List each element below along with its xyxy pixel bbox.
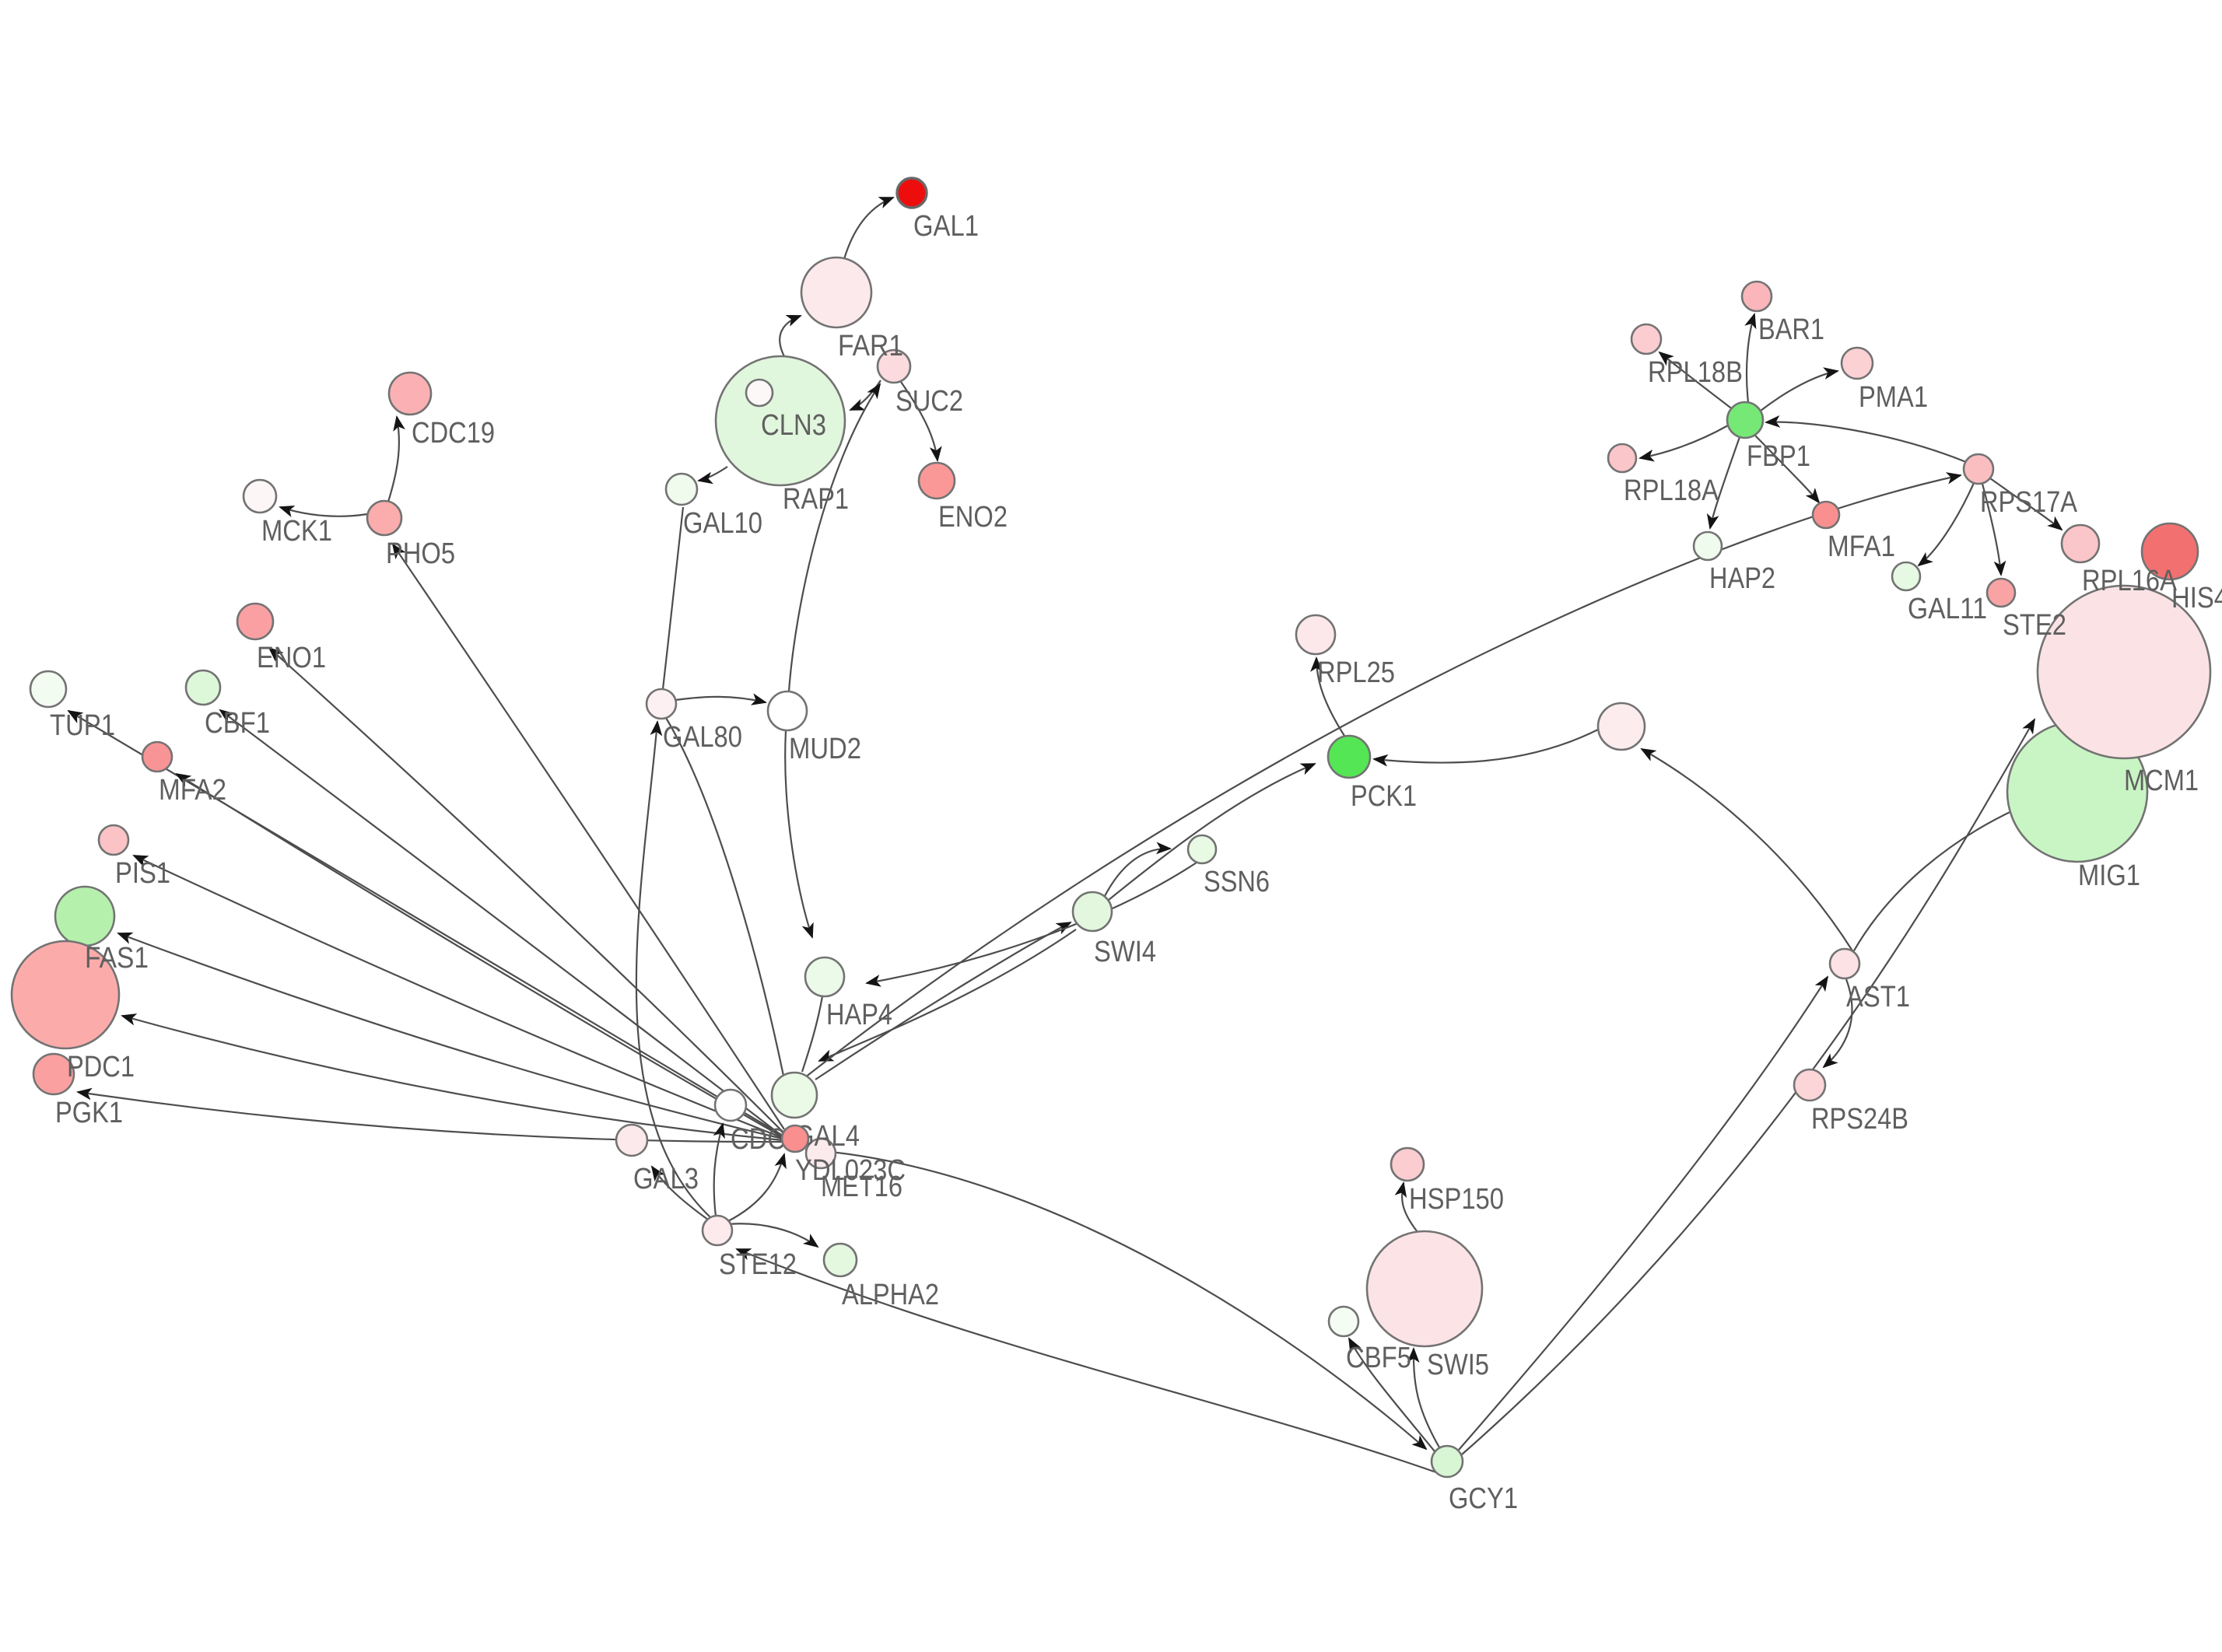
svg-text:PCK1: PCK1: [1351, 780, 1417, 813]
svg-text:HIS4: HIS4: [2171, 582, 2222, 614]
svg-text:TUP1: TUP1: [50, 709, 115, 742]
svg-text:GAL3: GAL3: [633, 1163, 699, 1195]
svg-text:SUC2: SUC2: [895, 385, 963, 418]
svg-text:ALPHA2: ALPHA2: [842, 1279, 939, 1311]
svg-text:RPL16A: RPL16A: [2082, 565, 2178, 597]
svg-text:CLN3: CLN3: [761, 409, 826, 442]
svg-text:MCM1: MCM1: [2124, 765, 2199, 797]
svg-text:HSP150: HSP150: [1409, 1183, 1504, 1216]
svg-text:CDC19: CDC19: [412, 417, 495, 450]
svg-text:MCK1: MCK1: [261, 515, 332, 548]
svg-text:SWI4: SWI4: [1094, 936, 1156, 968]
svg-text:GAL10: GAL10: [683, 507, 762, 540]
svg-text:SSN6: SSN6: [1204, 866, 1270, 898]
svg-text:YDL023C: YDL023C: [795, 1154, 906, 1187]
svg-text:MIG1: MIG1: [2078, 859, 2140, 892]
svg-text:PDC1: PDC1: [67, 1051, 135, 1083]
svg-text:AST1: AST1: [1846, 981, 1910, 1013]
svg-text:RAP1: RAP1: [783, 483, 849, 516]
svg-text:MFA2: MFA2: [159, 774, 226, 807]
svg-text:SWI5: SWI5: [1427, 1349, 1489, 1381]
svg-text:GAL1: GAL1: [913, 210, 979, 243]
svg-text:FBP1: FBP1: [1747, 440, 1810, 473]
svg-text:RPS17A: RPS17A: [1980, 486, 2078, 519]
svg-text:MUD2: MUD2: [789, 733, 861, 765]
svg-text:PGK1: PGK1: [55, 1097, 123, 1129]
svg-text:RPL25: RPL25: [1317, 656, 1395, 689]
svg-text:MFA1: MFA1: [1828, 530, 1895, 563]
svg-text:RPL18A: RPL18A: [1624, 474, 1719, 507]
svg-text:BAR1: BAR1: [1758, 313, 1824, 346]
svg-text:RPL18B: RPL18B: [1648, 356, 1743, 389]
svg-text:GCY1: GCY1: [1449, 1482, 1518, 1515]
svg-text:GAL11: GAL11: [1908, 593, 1987, 625]
svg-text:PIS1: PIS1: [115, 857, 170, 890]
svg-text:GAL80: GAL80: [663, 721, 742, 754]
svg-text:HAP4: HAP4: [826, 999, 892, 1031]
svg-text:HAP2: HAP2: [1709, 562, 1775, 595]
svg-text:ENO1: ENO1: [257, 642, 326, 674]
svg-text:ENO2: ENO2: [938, 501, 1008, 534]
svg-text:STE12: STE12: [719, 1248, 797, 1281]
svg-text:STE2: STE2: [2003, 609, 2066, 642]
svg-text:FAS1: FAS1: [85, 942, 149, 975]
svg-text:MET16: MET16: [821, 1171, 902, 1203]
svg-text:PHO5: PHO5: [386, 537, 455, 570]
svg-text:FAR1: FAR1: [838, 330, 903, 362]
svg-text:CBF1: CBF1: [205, 707, 270, 740]
svg-text:PMA1: PMA1: [1859, 381, 1928, 414]
svg-text:RPS24B: RPS24B: [1811, 1103, 1908, 1136]
svg-text:CBF5: CBF5: [1346, 1342, 1411, 1374]
